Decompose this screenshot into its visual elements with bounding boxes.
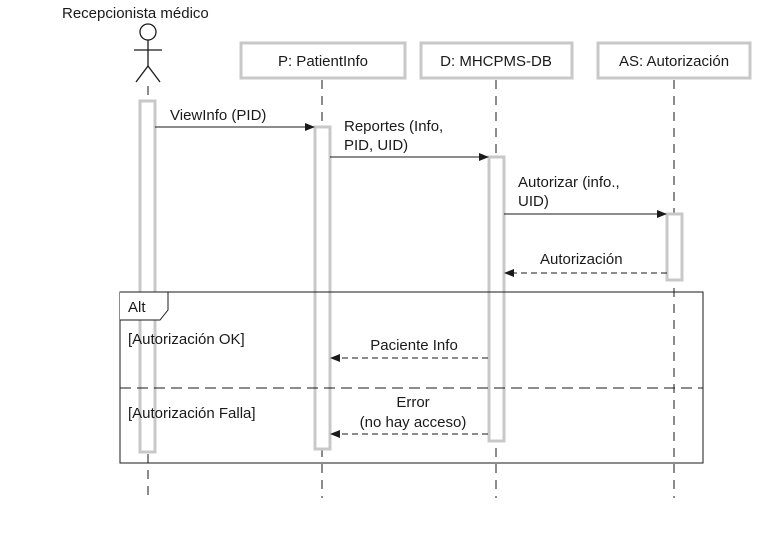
alt-operator-label: Alt [128,299,146,316]
actor-stick-figure [134,23,162,83]
object-label-patientinfo: P: PatientInfo [278,53,368,70]
activation-patientinfo [313,125,332,451]
activation-autorizacion [665,212,684,282]
message-label-reportes-line2: PID, UID) [344,137,408,154]
activation-actor [138,99,157,454]
return-label-autorizacion: Autorización [540,251,623,268]
message-label-viewinfo: ViewInfo (PID) [170,107,266,124]
return-label-error-line1: Error [396,394,429,411]
guard-autorizacion-ok: [Autorización OK] [128,331,245,348]
guard-autorizacion-falla: [Autorización Falla] [128,405,256,422]
object-box-patientinfo [239,41,407,80]
actor-label: Recepcionista médico [62,5,209,22]
object-label-autorizacion: AS: Autorización [619,53,729,70]
return-label-error-line2: (no hay acceso) [360,414,467,431]
alt-fragment-frame [119,291,704,464]
alt-operator-tab [120,291,169,321]
return-label-paciente-info: Paciente Info [370,337,458,354]
message-label-reportes-line1: Reportes (Info, [344,118,443,135]
object-box-mhcpms-db [419,41,574,80]
object-box-autorizacion [596,41,752,80]
object-label-mhcpms-db: D: MHCPMS-DB [440,53,552,70]
message-label-autorizar-line2: UID) [518,193,549,210]
activation-mhcpms-db [487,155,506,443]
message-label-autorizar-line1: Autorizar (info., [518,174,620,191]
